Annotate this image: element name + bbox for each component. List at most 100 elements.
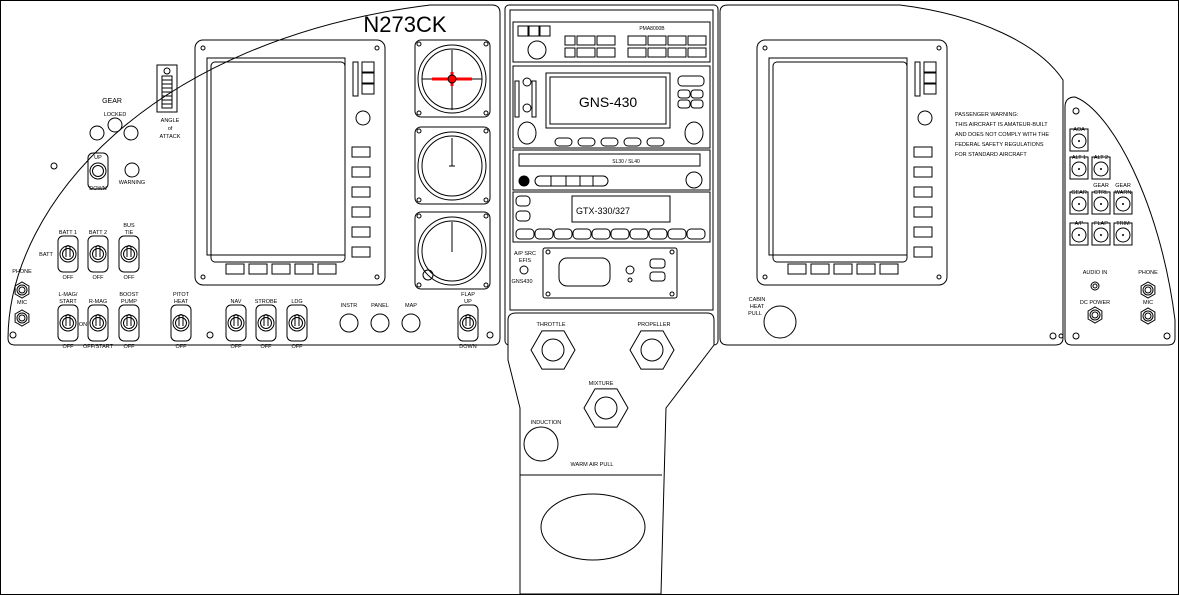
audio-button[interactable]	[576, 47, 596, 58]
efis-bottom-key[interactable]	[294, 263, 314, 275]
efis-bottom-key[interactable]	[248, 263, 268, 275]
throttle-control[interactable]	[530, 330, 576, 370]
gtx-keypad-button[interactable]	[591, 228, 611, 240]
nav-switch[interactable]	[225, 304, 247, 342]
gns430-softkey[interactable]	[554, 137, 573, 147]
gtx-keypad-button[interactable]	[686, 228, 706, 240]
audio-button[interactable]	[539, 25, 551, 37]
pitot-heat-switch[interactable]	[170, 304, 192, 342]
strobe-switch[interactable]	[255, 304, 277, 342]
batt1-switch[interactable]	[57, 235, 79, 273]
efis-knob[interactable]	[355, 110, 371, 126]
breaker-aoa[interactable]	[1069, 128, 1089, 152]
audio-button[interactable]	[667, 35, 687, 46]
sl30-power-knob[interactable]	[518, 175, 530, 187]
ldg-switch[interactable]	[286, 304, 308, 342]
efis-softkey[interactable]	[351, 186, 371, 198]
efis-knob[interactable]	[917, 110, 933, 126]
audio-button[interactable]	[687, 35, 707, 46]
efis-softkey[interactable]	[913, 206, 933, 218]
efis-top-button[interactable]	[361, 72, 375, 84]
boost-pump-switch[interactable]	[118, 304, 140, 342]
audio-button[interactable]	[687, 47, 707, 58]
breaker-gear_ctrl[interactable]	[1091, 191, 1111, 215]
breaker-flap[interactable]	[1091, 222, 1111, 246]
ap-src-switch[interactable]	[519, 265, 529, 275]
breaker-gear[interactable]	[1069, 191, 1089, 215]
gns430-button[interactable]	[677, 89, 691, 99]
gtx-keypad-button[interactable]	[648, 228, 668, 240]
efis-top-button[interactable]	[923, 83, 937, 95]
efis-bottom-key[interactable]	[271, 263, 291, 275]
efis-softkey[interactable]	[351, 146, 371, 158]
efis-bottom-key[interactable]	[879, 263, 899, 275]
gtx-keypad-button[interactable]	[629, 228, 649, 240]
gtx-keypad-button[interactable]	[572, 228, 592, 240]
audio-button[interactable]	[647, 35, 667, 46]
gtx-keypad-button[interactable]	[610, 228, 630, 240]
gns430-button[interactable]	[677, 99, 691, 109]
flap-switch[interactable]	[457, 304, 479, 342]
induction-knob[interactable]	[523, 426, 559, 462]
gns430-button[interactable]	[690, 89, 704, 99]
mixture-knob[interactable]	[594, 396, 618, 420]
efis-bottom-key[interactable]	[810, 263, 830, 275]
efis-bottom-key[interactable]	[225, 263, 245, 275]
sl30-button-bar[interactable]	[534, 175, 609, 187]
audio-in-jack[interactable]	[1090, 281, 1100, 291]
breaker-ap[interactable]	[1069, 222, 1089, 246]
autopilot-button[interactable]	[649, 258, 666, 269]
efis-top-button[interactable]	[923, 72, 937, 84]
gtx-ident-button[interactable]	[515, 195, 531, 207]
audio-button[interactable]	[564, 35, 576, 46]
propeller-control[interactable]	[629, 330, 675, 370]
batt2-switch[interactable]	[87, 235, 109, 273]
efis-top-button[interactable]	[361, 83, 375, 95]
breaker-trim[interactable]	[1113, 222, 1133, 246]
breaker-alt1[interactable]	[1069, 156, 1089, 180]
propeller-knob[interactable]	[640, 338, 664, 362]
instr-dimmer-knob[interactable]	[339, 313, 359, 333]
gns430-squelch-knob[interactable]	[522, 103, 532, 113]
efis-softkey[interactable]	[351, 166, 371, 178]
efis-softkey[interactable]	[913, 246, 933, 258]
audio-button[interactable]	[564, 47, 576, 58]
efis-softkey[interactable]	[351, 226, 371, 238]
efis-top-button[interactable]	[923, 61, 937, 73]
efis-softkey[interactable]	[913, 226, 933, 238]
breaker-alt2[interactable]	[1091, 156, 1111, 180]
sl30-freq-knob[interactable]	[685, 171, 703, 189]
altimeter-knob[interactable]	[422, 269, 434, 281]
autopilot-knob[interactable]	[625, 265, 635, 275]
mixture-control[interactable]	[583, 388, 629, 428]
mic-jack[interactable]	[14, 309, 30, 327]
gns430-softkey[interactable]	[600, 137, 619, 147]
throttle-knob[interactable]	[541, 338, 565, 362]
phone-jack[interactable]	[14, 281, 30, 299]
audio-button[interactable]	[596, 35, 616, 46]
audio-button[interactable]	[528, 25, 540, 37]
efis-softkey[interactable]	[913, 186, 933, 198]
gtx-keypad-button[interactable]	[515, 228, 535, 240]
gns430-softkey[interactable]	[577, 137, 596, 147]
audio-button[interactable]	[596, 47, 616, 58]
gns430-cdi-button[interactable]	[677, 75, 705, 87]
audio-button[interactable]	[517, 25, 529, 37]
audio-button[interactable]	[667, 47, 687, 58]
audio-button[interactable]	[647, 47, 667, 58]
efis-top-button[interactable]	[361, 61, 375, 73]
gns430-left-knob[interactable]	[517, 121, 537, 145]
efis-softkey[interactable]	[913, 166, 933, 178]
breaker-gear_warn[interactable]	[1113, 191, 1133, 215]
gtx-button[interactable]	[515, 210, 531, 222]
mic-jack-right[interactable]	[1140, 307, 1156, 325]
efis-softkey[interactable]	[351, 246, 371, 258]
map-dimmer-knob[interactable]	[401, 313, 421, 333]
efis-bottom-key[interactable]	[856, 263, 876, 275]
gtx-keypad-button[interactable]	[534, 228, 554, 240]
audio-button[interactable]	[627, 35, 647, 46]
dc-power-jack[interactable]	[1087, 306, 1103, 324]
efis-bottom-key[interactable]	[833, 263, 853, 275]
gns430-softkey[interactable]	[646, 137, 665, 147]
efis-bottom-key[interactable]	[787, 263, 807, 275]
